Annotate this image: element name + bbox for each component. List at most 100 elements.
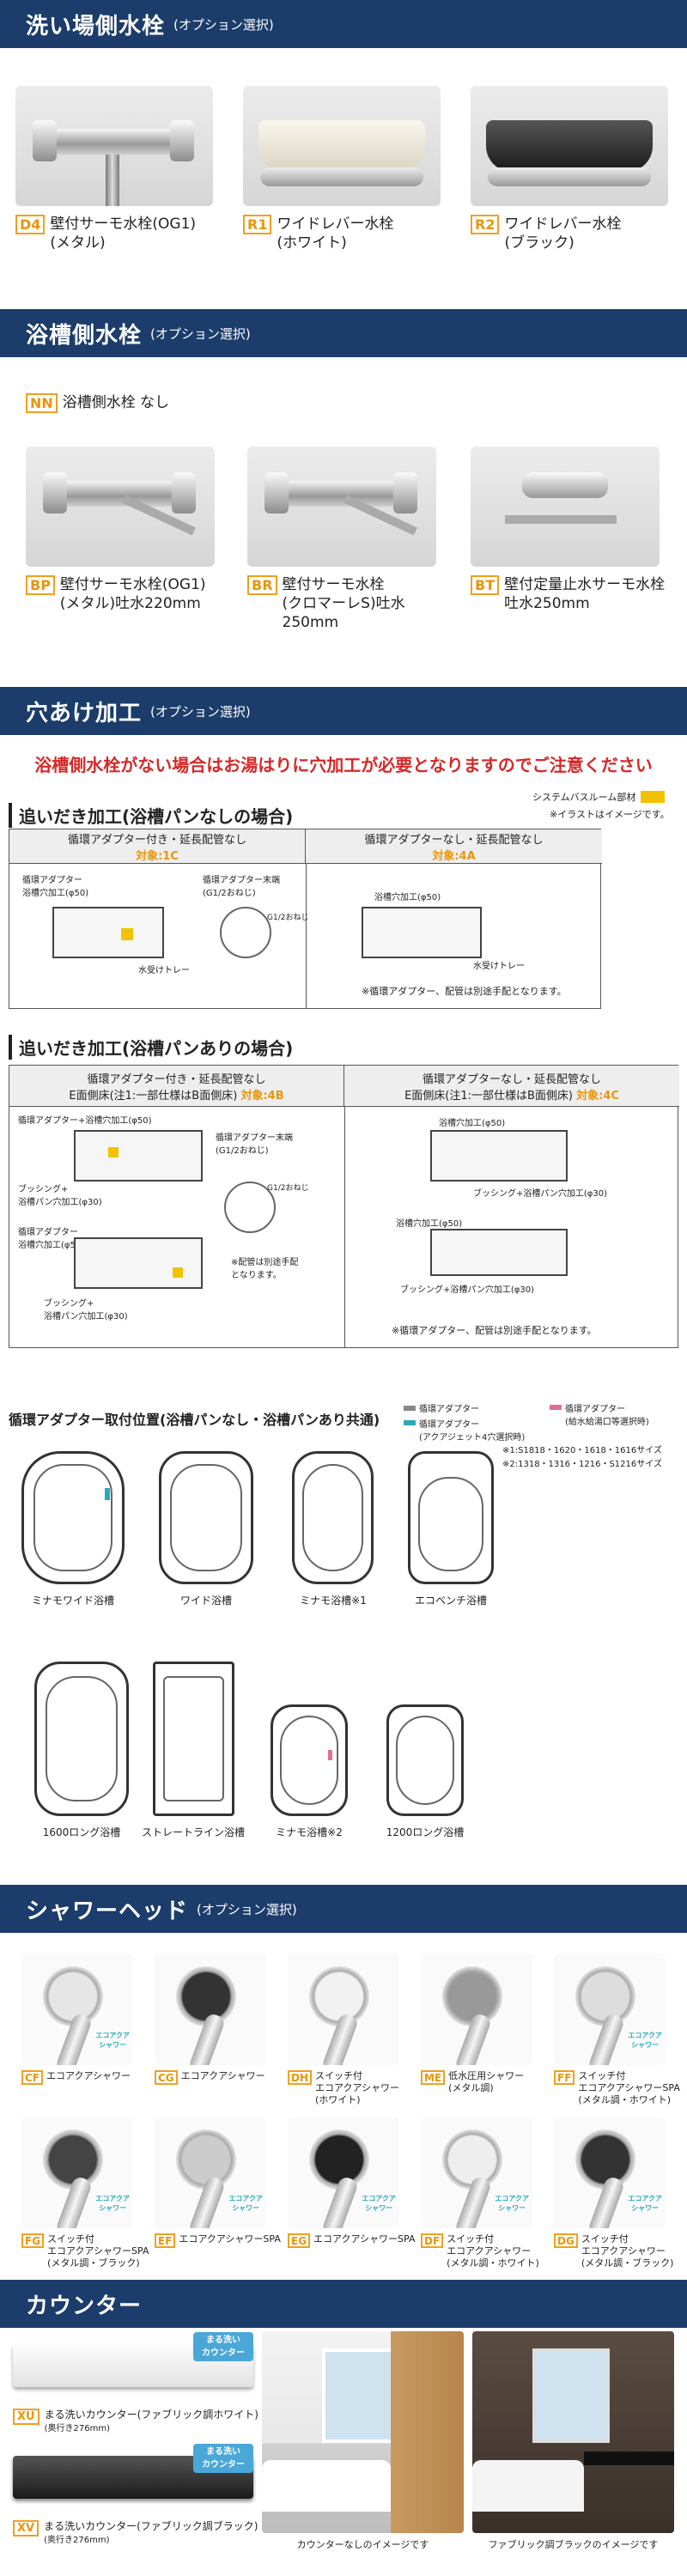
shower-head-image xyxy=(155,1953,266,2065)
product-code: D4 xyxy=(15,215,46,234)
col-head: 循環アダプターなし・延長配管なし対象:4A xyxy=(306,829,602,864)
diagram-label: G1/2おねじ xyxy=(267,1184,309,1193)
tub-1600-long xyxy=(34,1662,129,1816)
product-name: エコアクアシャワーSPA xyxy=(313,2233,416,2245)
diagram-label: 循環アダプター 浴槽穴加工(φ50) xyxy=(22,876,89,898)
product-nn[interactable]: NN 浴槽側水栓 なし xyxy=(26,393,169,413)
shower-head-image: エコアクア シャワー xyxy=(421,2117,532,2228)
counter-xu[interactable]: XU まる洗いカウンター(ファブリック調ホワイト)(奥行き276mm) xyxy=(13,2409,258,2435)
tub-diagram xyxy=(74,1237,203,1289)
image-caption: カウンターなしのイメージです xyxy=(296,2539,429,2550)
diagram-label: 循環アダプター 浴槽穴加工(φ50) xyxy=(18,1228,85,1250)
adapter-diagram xyxy=(220,907,271,958)
tub-minamo-2 xyxy=(271,1704,348,1816)
legend-note: ※イラストはイメージです。 xyxy=(550,809,670,820)
legend-label: 循環アダプター (アクアジェット4穴選択時) xyxy=(419,1420,526,1443)
section-header-washing: 洗い場側水栓 (オプション選択) xyxy=(0,0,687,48)
counter-badge: まる洗い カウンター xyxy=(193,2332,253,2361)
section-subtitle: (オプション選択) xyxy=(150,703,251,720)
product-name: ワイドレバー水栓 (ホワイト) xyxy=(277,216,394,252)
product-code: CF xyxy=(21,2070,44,2085)
product-name: スイッチ付 エコアクアシャワーSPA (メタル調・ブラック) xyxy=(47,2233,149,2269)
eco-aqua-badge: エコアクア シャワー xyxy=(228,2195,263,2212)
eco-aqua-badge: エコアクア シャワー xyxy=(362,2195,396,2212)
product-size: (奥行き276mm) xyxy=(44,2424,110,2433)
product-code: R2 xyxy=(471,215,500,234)
bathroom-image-black-counter xyxy=(472,2331,674,2533)
shower-head-image: エコアクア シャワー xyxy=(554,1953,666,2065)
diagram-note: ※配管は別途手配 となります。 xyxy=(231,1258,299,1280)
target: 対象:4A xyxy=(432,849,476,863)
adapter-title: 循環アダプター取付位置(浴槽パンなし・浴槽パンあり共通) xyxy=(9,1412,380,1428)
product-code: BT xyxy=(471,575,500,595)
diagram-label: 浴槽穴加工(φ50) xyxy=(439,1119,506,1128)
diagram-label: 浴槽穴加工(φ50) xyxy=(374,893,441,902)
section-subtitle: (オプション選択) xyxy=(197,1901,297,1917)
product-code: XU xyxy=(13,2409,40,2425)
section-title: カウンター xyxy=(26,2293,143,2319)
product-name: 壁付サーモ水栓(OG1) (メタル) xyxy=(50,216,197,252)
product-code: ME xyxy=(421,2070,446,2085)
target: 対象:4C xyxy=(576,1089,619,1103)
product-size: (奥行き276mm) xyxy=(44,2536,110,2545)
col-head: 循環アダプター付き・延長配管なし E面側床(注1:一部仕様はB面側床) 対象:4… xyxy=(9,1066,344,1107)
shower-head-image: エコアクア シャワー xyxy=(554,2117,666,2228)
shower-head-image xyxy=(288,1953,399,2065)
product-code: FF xyxy=(554,2070,575,2085)
hole-warning: 浴槽側水栓がない場合はお湯はりに穴加工が必要となりますのでご注意ください xyxy=(34,755,653,775)
tub-1200-long xyxy=(386,1704,464,1816)
tub-label: エコベンチ浴槽 xyxy=(414,1595,487,1607)
col-head-text: 循環アダプター付き・延長配管なし xyxy=(67,833,246,847)
diagram-label: ブッシング+ 浴槽パン穴加工(φ30) xyxy=(18,1185,102,1207)
product-r1[interactable]: R1 ワイドレバー水栓 (ホワイト) xyxy=(243,86,442,252)
image-caption: ファブリック調ブラックのイメージです xyxy=(488,2539,659,2550)
section-header-counter: カウンター xyxy=(0,2280,687,2328)
diagram-label: 循環アダプター末端 (G1/2おねじ) xyxy=(203,876,280,898)
tub-label: 1200ロング浴槽 xyxy=(386,1826,465,1838)
product-name: ワイドレバー水栓 (ブラック) xyxy=(504,216,622,252)
section-subtitle: (オプション選択) xyxy=(150,325,251,342)
product-name: スイッチ付 エコアクアシャワー (ホワイト) xyxy=(315,2070,400,2105)
tub-diagram xyxy=(430,1229,568,1276)
tub-eco-bench xyxy=(408,1451,494,1584)
diagram-label: 浴槽穴加工(φ50) xyxy=(396,1219,463,1229)
product-name: スイッチ付 エコアクアシャワー (メタル調・ブラック) xyxy=(581,2233,674,2269)
counter-xv[interactable]: XV まる洗いカウンター(ファブリック調ブラック)(奥行き276mm) xyxy=(13,2520,258,2547)
subhead-no-pan: 追いだき加工(浴槽パンなしの場合) xyxy=(9,803,293,828)
tub-label: ミナモワイド浴槽 xyxy=(31,1595,114,1607)
col-head-text: 循環アダプター付き・延長配管なし xyxy=(87,1072,266,1086)
tub-minamo-1 xyxy=(292,1451,374,1584)
product-code: R1 xyxy=(243,215,272,234)
diagram-label: ブッシング+浴槽パン穴加工(φ30) xyxy=(473,1189,608,1199)
faucet-image xyxy=(15,86,213,206)
product-code: EG xyxy=(288,2233,311,2248)
target: 対象:4B xyxy=(240,1089,284,1103)
section-header-shower: シャワーヘッド (オプション選択) xyxy=(0,1885,687,1933)
col-head-text: E面側床(注1:一部仕様はB面側床) xyxy=(404,1089,573,1103)
adapter-note-2: ※2:1318・1316・1216・S1216サイズ xyxy=(502,1460,662,1469)
product-name: 低水圧用シャワー (メタル調) xyxy=(448,2070,525,2093)
diagram-label: ブッシング+ 浴槽パン穴加工(φ30) xyxy=(44,1299,128,1321)
diagram-label: 循環アダプター末端 (G1/2おねじ) xyxy=(216,1133,293,1156)
product-code: DF xyxy=(421,2233,444,2248)
faucet-image xyxy=(247,447,436,567)
shower-head-image: エコアクア シャワー xyxy=(288,2117,399,2228)
product-name: エコアクアシャワーSPA xyxy=(179,2233,281,2245)
product-code: DG xyxy=(554,2233,578,2248)
eco-aqua-badge: エコアクア シャワー xyxy=(95,2195,130,2212)
